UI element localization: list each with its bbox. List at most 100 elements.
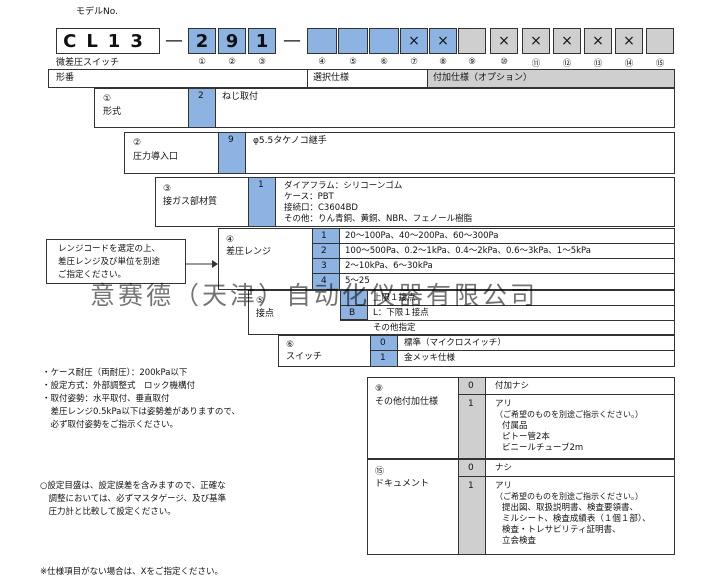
section-4-code-3: 3 xyxy=(321,261,327,271)
section-15-title: ドキュメント xyxy=(375,479,430,489)
section-3-title: 接ガス部材質 xyxy=(163,197,218,207)
code-pos9[interactable] xyxy=(458,28,486,54)
section-4-num: ④ xyxy=(226,235,235,245)
arrow-right-icon xyxy=(186,260,218,268)
section-15-r2-line-1: アリ xyxy=(495,481,513,491)
section-1-title: 形式 xyxy=(103,107,122,117)
section-6-num: ⑥ xyxy=(286,340,295,350)
section-15-r2-line-2: （ご希望のものを別途ご指示ください。） xyxy=(495,492,643,501)
section-1-code: 2 xyxy=(198,91,204,101)
section-4-desc-1: 20～100Pa、40～200Pa、60～300Pa xyxy=(345,231,499,241)
section-4-code-1: 1 xyxy=(321,231,327,241)
note-line-3: ・取付姿勢：水平取付、垂直取付 xyxy=(42,394,170,404)
note-line-2: ・設定方式：外部調整式 ロック機構付 xyxy=(42,381,196,391)
section-4-rule-1 xyxy=(312,243,675,244)
section-9-title: その他付加仕様 xyxy=(375,397,439,407)
pos-num-3: ③ xyxy=(258,57,266,67)
range-note-line-3: ご指定ください。 xyxy=(58,270,127,280)
section-3-line-2: ケース：PBT xyxy=(284,192,334,202)
code-pos11[interactable]: × xyxy=(522,28,550,54)
section-6-code-1: 0 xyxy=(380,338,386,348)
section-2-desc: φ5.5タケノコ継手 xyxy=(253,136,327,146)
section-6-code-2: 1 xyxy=(380,353,386,363)
setting-note-line-2: 調整においては、必ずマスタゲージ、及び基準 xyxy=(40,494,227,504)
section-3 xyxy=(155,177,675,227)
section-9-codecol xyxy=(458,377,486,459)
range-note-box xyxy=(46,239,186,284)
section-4-code-2: 2 xyxy=(321,246,327,256)
code-pos1: 2 xyxy=(188,28,216,54)
section-6-rule-1 xyxy=(370,350,675,351)
note-line-5: 必ず取付姿勢をご指示ください。 xyxy=(42,420,179,430)
pos-num-4: ④ xyxy=(318,57,326,67)
note-line-4: 差圧レンジ0.5kPa以下は姿勢差がありますので、 xyxy=(42,407,241,417)
code-pos5[interactable] xyxy=(338,28,368,54)
section-15 xyxy=(367,459,675,555)
section-3-line-1: ダイアフラム：シリコーンゴム xyxy=(284,181,403,191)
section-15-code-1: 0 xyxy=(468,463,474,473)
code-pos15[interactable] xyxy=(646,28,674,54)
section-15-r2-line-5: 検査・トレサビリティ証明書、 xyxy=(502,525,621,535)
pos-num-13: ⑬ xyxy=(593,59,603,69)
section-5-desc-1: 上限１接点 xyxy=(373,293,416,303)
header-select-spec: 選択仕様 xyxy=(313,73,350,83)
section-4-rule-3 xyxy=(312,273,675,274)
section-5-num: ⑤ xyxy=(256,296,265,306)
header-select-divider xyxy=(307,69,427,88)
section-4-rule-2 xyxy=(312,258,675,259)
section-15-r2-line-3: 提出図、取扱説明書、検査要領書、 xyxy=(502,503,639,513)
watermark-text: 意赛德（天津）自动化仪器有限公司 xyxy=(90,281,539,310)
code-pos2: 9 xyxy=(218,28,246,54)
range-note-line-1: レンジコードを選定の上、 xyxy=(58,244,161,254)
code-pos13[interactable]: × xyxy=(584,28,612,54)
setting-note-line-3: 圧力計と比較して設定ください。 xyxy=(40,507,176,517)
pos-num-5: ⑤ xyxy=(349,57,357,67)
section-3-line-3: 接続口：C3604BD xyxy=(284,203,358,213)
pos-num-2: ② xyxy=(228,57,236,67)
section-3-code: 1 xyxy=(258,180,264,190)
section-4-desc-3: 2～10kPa、6～30kPa xyxy=(345,261,433,271)
section-5-title: 接点 xyxy=(256,309,275,319)
product-name: 微差圧スイッチ xyxy=(56,58,120,68)
section-9-code-2: 1 xyxy=(468,399,474,409)
section-9-rule-1 xyxy=(458,394,675,395)
section-5-desc-2: L：下限１接点 xyxy=(373,308,429,318)
code-pos7[interactable]: × xyxy=(400,28,428,54)
section-5-code-2: B xyxy=(349,308,356,318)
section-15-r2-line-4: ミルシート、検査成績表（１個１部）、 xyxy=(502,514,651,524)
code-pos8[interactable]: × xyxy=(429,28,457,54)
code-pos4[interactable] xyxy=(307,28,337,54)
pos-num-10: ⑩ xyxy=(500,57,508,67)
section-2-title: 圧力導入口 xyxy=(133,152,179,162)
code-pos10[interactable]: × xyxy=(490,28,518,54)
pos-num-11: ⑪ xyxy=(531,59,541,69)
code-pos14[interactable]: × xyxy=(615,28,643,54)
code-pos12[interactable]: × xyxy=(553,28,581,54)
code-pos6[interactable] xyxy=(369,28,399,54)
section-2-codecell xyxy=(218,132,246,174)
section-9 xyxy=(367,377,675,459)
model-no-label: モデルNo. xyxy=(76,7,118,17)
section-15-code-2: 1 xyxy=(468,481,474,491)
dash-2: — xyxy=(283,30,301,51)
section-4-desc-2: 100～500Pa、0.2～1kPa、0.4～2kPa、0.6～3kPa、1～5… xyxy=(345,246,591,256)
code-pos3: 1 xyxy=(248,28,276,54)
section-4-codecol xyxy=(312,228,340,290)
section-3-codecell xyxy=(248,177,276,227)
pos-num-1: ① xyxy=(198,57,206,67)
pos-num-12: ⑫ xyxy=(562,59,572,69)
section-6 xyxy=(278,335,675,367)
section-9-code-1: 0 xyxy=(468,381,474,391)
section-15-num: ⑮ xyxy=(375,467,385,477)
section-5-desc-3: その他指定 xyxy=(373,323,416,333)
dash-1: — xyxy=(165,30,183,51)
section-6-codecol xyxy=(370,335,398,367)
section-4-desc-4: 5～25 xyxy=(345,276,370,286)
section-15-codecol xyxy=(458,459,486,555)
model-code: CL13 xyxy=(56,28,160,54)
section-9-r2-line-5: ビニールチューブ2m xyxy=(502,443,584,453)
range-note-line-2: 差圧レンジ及び単位を別途 xyxy=(58,257,161,267)
section-1 xyxy=(94,88,675,128)
pos-num-15: ⑮ xyxy=(655,59,665,69)
header-option-cell xyxy=(427,69,675,88)
